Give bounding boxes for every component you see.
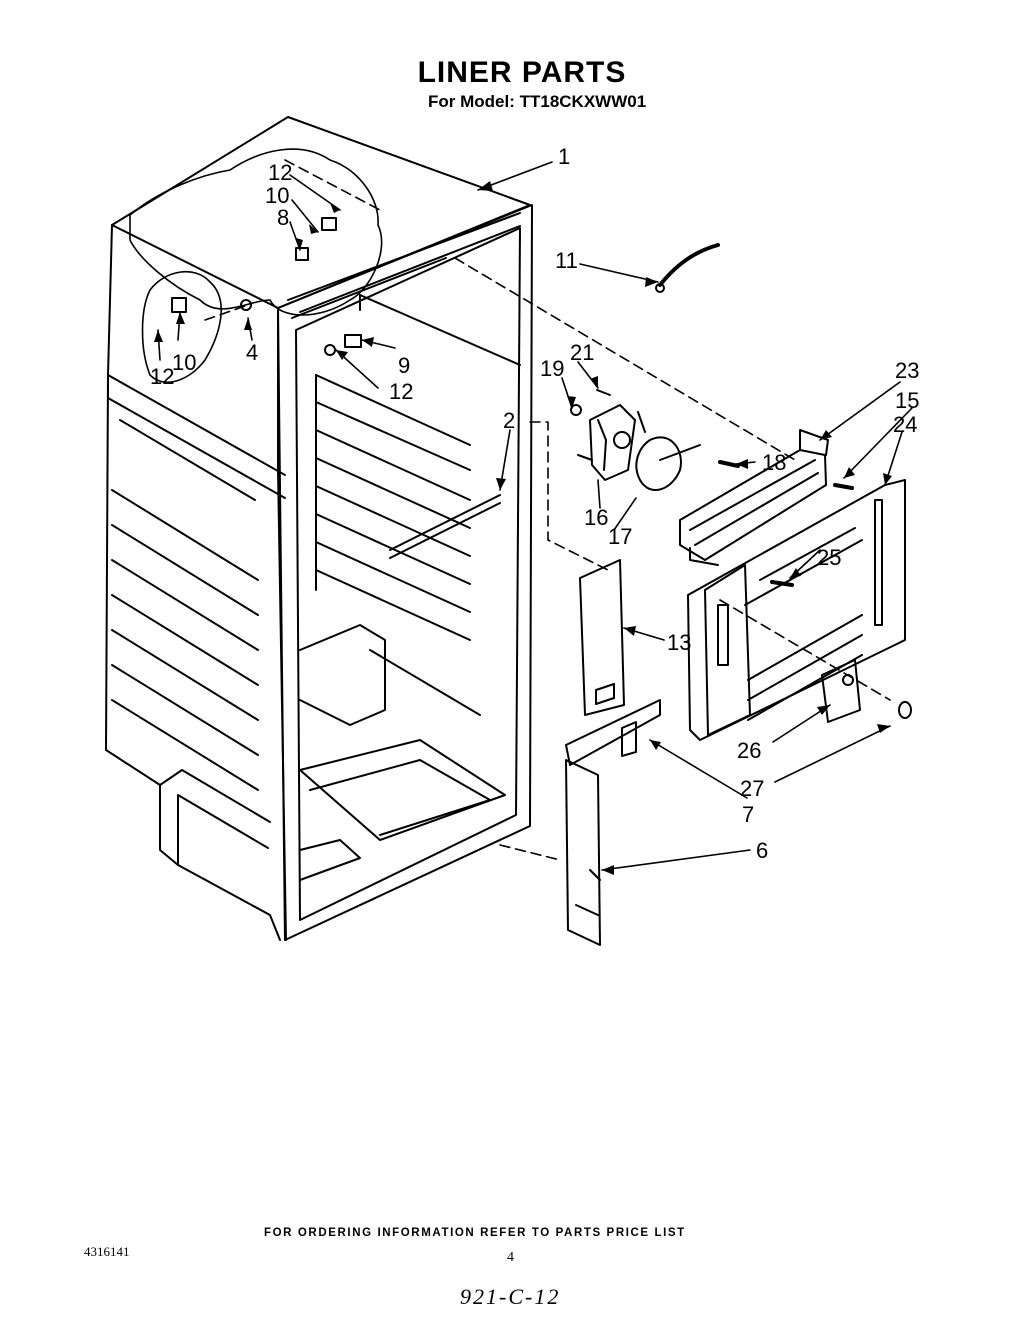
callout-1: 1 bbox=[558, 144, 570, 169]
air-duct-grille bbox=[679, 429, 829, 566]
callout-15: 15 bbox=[895, 388, 919, 413]
leader-lines bbox=[157, 161, 913, 871]
handwritten-note: 921-C-12 bbox=[460, 1284, 561, 1309]
callout-21: 21 bbox=[570, 340, 594, 365]
callout-10-left: 10 bbox=[172, 350, 196, 375]
callout-27: 27 bbox=[740, 776, 764, 801]
page-number: 4 bbox=[507, 1250, 514, 1265]
callout-7: 7 bbox=[742, 802, 754, 827]
callout-18: 18 bbox=[762, 450, 786, 475]
document-number: 4316141 bbox=[84, 1244, 130, 1259]
screw-15 bbox=[833, 483, 854, 490]
callout-26: 26 bbox=[737, 738, 761, 763]
callout-8: 8 bbox=[277, 205, 289, 230]
page-title: LINER PARTS bbox=[417, 56, 627, 89]
arrowheads bbox=[154, 181, 892, 875]
callout-12-top: 12 bbox=[268, 160, 292, 185]
fan-motor-assembly bbox=[570, 389, 701, 491]
callout-17: 17 bbox=[608, 524, 632, 549]
callout-23: 23 bbox=[895, 358, 919, 383]
callout-25: 25 bbox=[817, 545, 841, 570]
callout-13: 13 bbox=[667, 630, 691, 655]
part-26-plate bbox=[821, 659, 861, 723]
callout-16: 16 bbox=[584, 505, 608, 530]
callout-6: 6 bbox=[756, 838, 768, 863]
screw-18 bbox=[718, 460, 740, 468]
callout-9: 9 bbox=[398, 353, 410, 378]
callout-4: 4 bbox=[246, 340, 258, 365]
callout-19: 19 bbox=[540, 356, 564, 381]
part-11-wire bbox=[658, 243, 720, 287]
screw-25 bbox=[770, 580, 794, 587]
callout-10-top: 10 bbox=[265, 183, 289, 208]
callout-2: 2 bbox=[503, 408, 515, 433]
callout-11: 11 bbox=[555, 248, 578, 273]
callout-24: 24 bbox=[893, 412, 917, 437]
part-13-duct bbox=[579, 559, 625, 716]
ordering-note: FOR ORDERING INFORMATION REFER TO PARTS … bbox=[264, 1227, 686, 1239]
callout-12-mid: 12 bbox=[389, 379, 413, 404]
liner-cabinet bbox=[105, 116, 533, 941]
model-number: For Model: TT18CKXWW01 bbox=[428, 92, 647, 111]
part-7-bracket bbox=[565, 699, 661, 766]
part-6-panel bbox=[565, 759, 601, 946]
assembly-lines bbox=[204, 159, 891, 861]
evaporator-cover bbox=[687, 479, 906, 741]
callout-12-left: 12 bbox=[150, 364, 174, 389]
part-27-plug bbox=[898, 701, 912, 719]
